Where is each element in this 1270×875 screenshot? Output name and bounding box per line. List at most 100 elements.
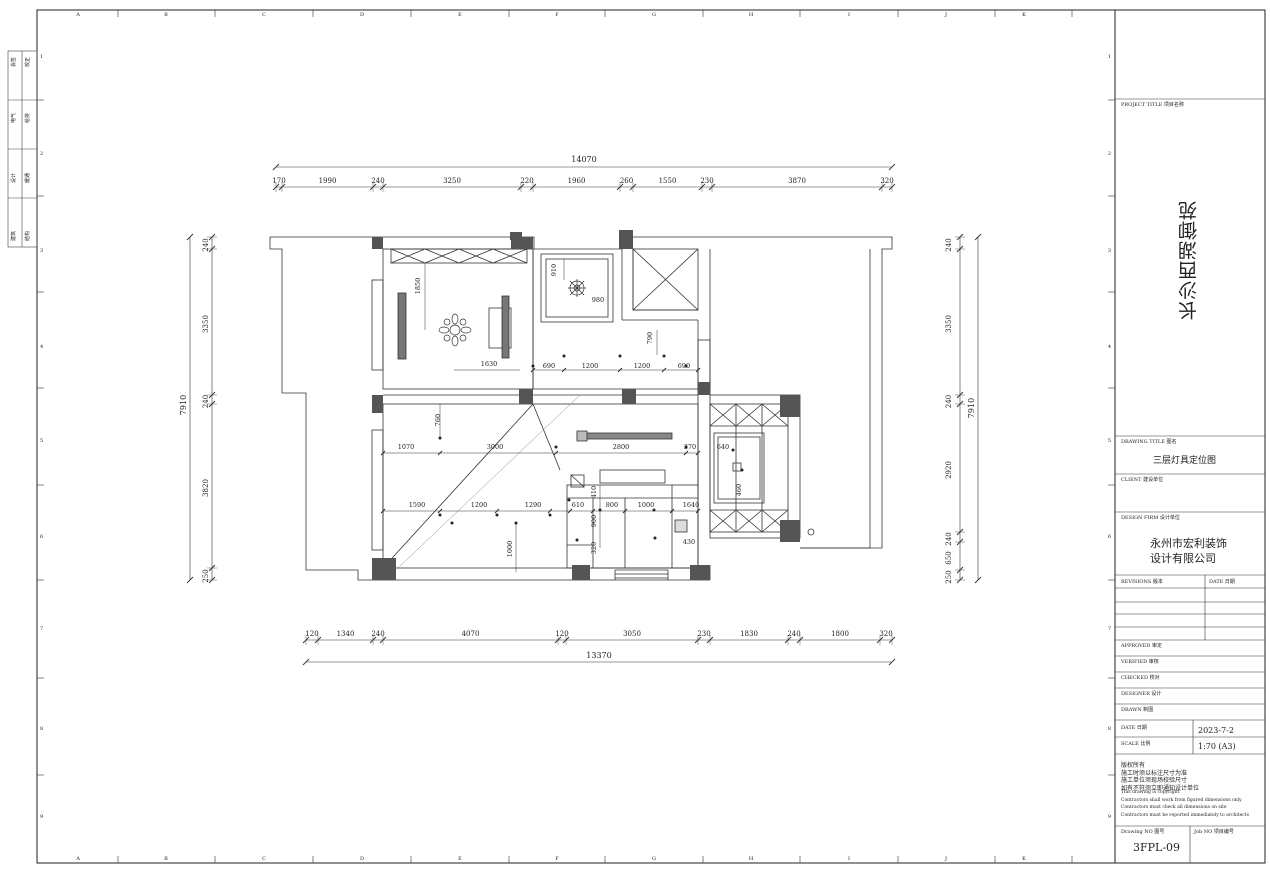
grid-row-number: 8 [1108,726,1111,732]
grid-col-letter: C [262,856,266,862]
grid-row-number: 7 [40,626,43,632]
interior-dimension-label: 800 [606,501,618,509]
note-line: Contractors must check all dimensions on… [1121,805,1227,810]
dimension-label: 320 [879,630,892,638]
dimension-label: 240 [371,630,384,638]
grid-col-letter: A [75,856,80,862]
chandelier-lights [438,279,586,347]
note-line: This drawing is copyright [1121,790,1180,795]
date-label: DATE 日期 [1121,725,1147,731]
stamp-label: 设计 [10,173,17,183]
dimension-label: 1550 [659,177,677,185]
interior-dimension-label: 980 [592,296,604,304]
grid-col-letter: J [944,856,947,862]
grid-col-letter: B [164,12,168,18]
interior-dimension-label: 910 [550,264,558,276]
grid-row-number: 9 [40,814,43,820]
interior-dimension-label: 1630 [481,360,498,368]
grid-col-letter: A [75,12,80,18]
interior-dimension-label: 760 [434,414,442,426]
dimension-lines [189,166,979,663]
interior-dimension-label: 430 [683,538,695,546]
interior-dimension-label: 1200 [582,362,599,370]
drawn-label: DRAWN 制图 [1121,707,1154,713]
note-line: Contractors must be reported immediately… [1121,812,1249,818]
dimension-label: 240 [945,532,953,545]
scale-label: SCALE 比例 [1121,741,1151,747]
note-line: 施工时须以标注尺寸为准 [1121,769,1188,777]
stamp-label: 会签 [10,57,17,67]
dimension-label: 1800 [831,630,849,638]
grid-row-number: 1 [1108,54,1111,60]
grid-col-letter: G [652,12,656,18]
grid-col-letter: D [360,12,364,18]
checked-label: CHECKED 校对 [1121,675,1160,681]
grid-row-number: 1 [40,54,43,60]
job-no-label: Job NO 项目编号 [1194,829,1234,835]
interior-dimension-label: 320 [590,542,598,554]
note-line: 版权所有 [1121,762,1146,769]
design-firm-label: DESIGN FIRM 设计单位 [1121,515,1180,521]
downlights [438,354,744,542]
dimension-label: 1990 [319,177,337,185]
dimension-label: 170 [272,177,285,185]
interior-dimension-label: 1200 [634,362,651,370]
design-firm-name-line2: 设计有限公司 [1150,552,1216,565]
project-title-label: PROJECT TITLE 项目名称 [1121,102,1184,108]
grid-col-letter: H [749,856,754,862]
client-label: CLIENT 建设单位 [1121,477,1164,483]
dimension-label: 320 [880,177,893,185]
approved-label: APPROVED 审定 [1121,643,1162,649]
drawing-number: 3FPL-09 [1133,841,1181,854]
interior-dimension-label: 2800 [613,443,630,451]
project-name: 长沙西湖御苑 [1178,200,1200,320]
dimension-label: 650 [945,551,953,564]
dimension-label: 3350 [202,315,210,333]
grid-col-letter: C [262,12,266,18]
dimension-label: 3870 [788,177,806,185]
dimension-label: 3350 [945,315,953,333]
interior-dimension-label: 1290 [525,501,542,509]
grid-row-number: 4 [40,344,43,350]
interior-dimension-label: 1590 [409,501,426,509]
interior-dimension-label: 460 [735,484,743,496]
grid-col-letter: D [360,856,364,862]
dimension-label: 250 [202,569,210,582]
grid-row-number: 4 [1108,344,1111,350]
grid-row-number: 5 [1108,438,1111,444]
drawing-no-label: Drawing NO 图号 [1121,829,1165,835]
interior-dimension-label: 610 [572,501,584,509]
interior-dimension-lines [380,259,701,572]
grid-col-letter: I [848,856,850,862]
dimension-label: 260 [620,177,633,185]
dimension-label: 3050 [623,630,641,638]
dimension-label: 13370 [586,651,611,660]
revisions-label: REVISIONS 版本 [1121,579,1163,585]
note-line: Contractors shall work from figured dime… [1121,797,1242,803]
dimension-label: 7910 [967,398,976,418]
grid-row-number: 2 [40,151,43,157]
dimension-label: 220 [520,177,533,185]
stamp-label: 结构 [24,231,31,241]
dimension-label: 250 [945,570,953,583]
interior-dimension-label: 900 [590,515,598,527]
grid-col-letter: E [458,12,462,18]
dimension-label: 240 [202,395,210,408]
structural-columns [372,230,800,580]
stamp-label: 暖通 [24,173,31,183]
interior-dimension-label: 1070 [398,443,415,451]
grid-row-number: 2 [1108,151,1111,157]
note-line: 施工单位须现场校验尺寸 [1121,777,1188,784]
grid-row-number: 6 [40,534,43,540]
interior-dimension-label: 3000 [487,443,504,451]
dimension-label: 7910 [179,395,188,415]
stamp-label: 建筑 [10,231,17,241]
dimension-label: 4070 [462,630,480,638]
interior-dimension-label: 370 [684,443,696,451]
grid-row-number: 3 [1108,248,1111,254]
grid-row-number: 7 [1108,626,1111,632]
interior-dimension-label: 1850 [414,278,422,295]
